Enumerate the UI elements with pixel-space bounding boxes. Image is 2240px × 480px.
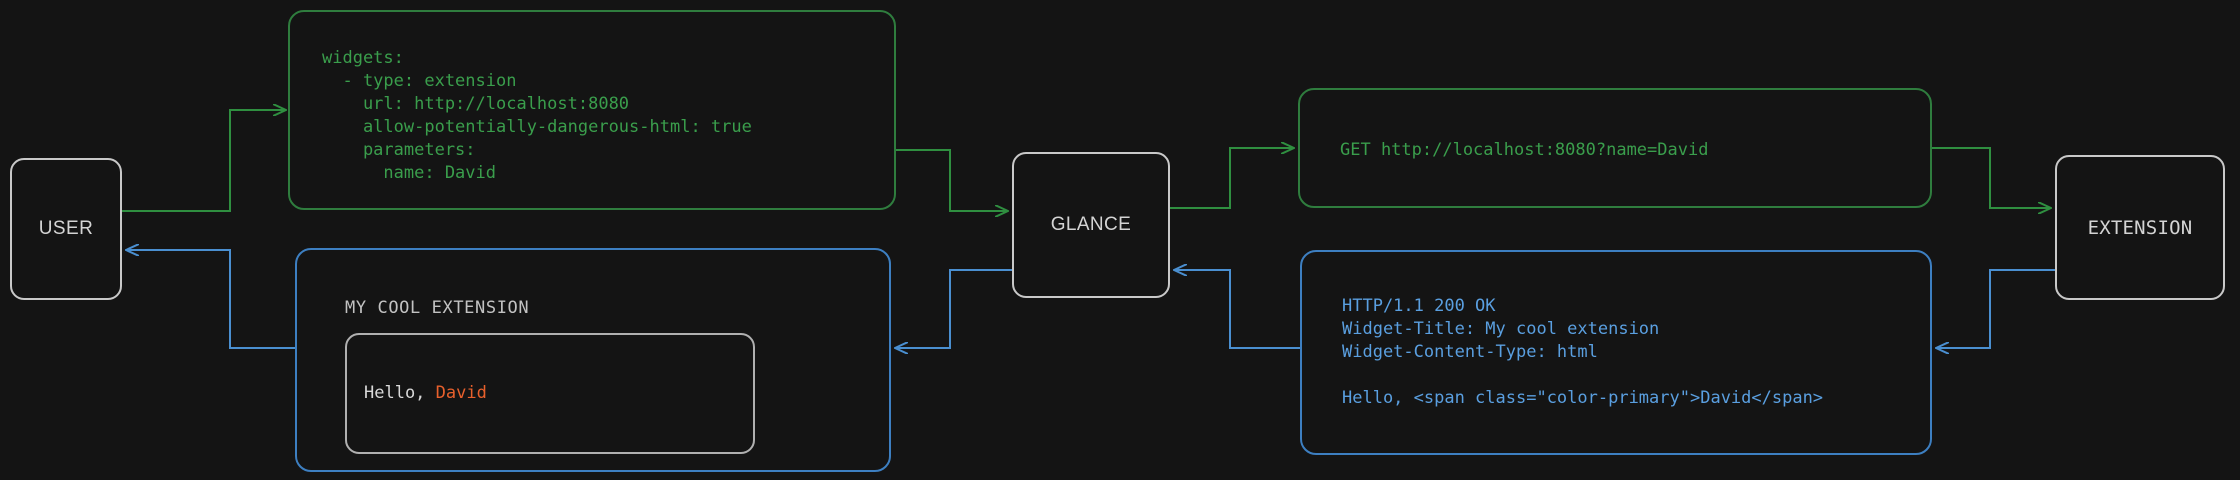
edge-extension-to-response: [1936, 269, 2055, 348]
edge-request-to-extension: [1932, 147, 2051, 208]
http-response-code: HTTP/1.1 200 OK Widget-Title: My cool ex…: [1342, 296, 1824, 408]
rendered-widget-body: Hello, David: [345, 333, 755, 454]
edge-widget-to-user: [126, 250, 295, 349]
http-request-code: GET http://localhost:8080?name=David: [1340, 140, 1709, 160]
greeting-prefix: Hello,: [364, 383, 436, 403]
greeting-name: David: [435, 383, 487, 403]
node-glance[interactable]: GLANCE: [1012, 152, 1170, 298]
panel-rendered-widget: MY COOL EXTENSION Hello, David: [295, 248, 891, 472]
panel-http-response: HTTP/1.1 200 OK Widget-Title: My cool ex…: [1300, 250, 1932, 455]
panel-yaml-config: widgets: - type: extension url: http://l…: [288, 10, 896, 210]
panel-http-request: GET http://localhost:8080?name=David: [1298, 88, 1932, 208]
rendered-widget-title: MY COOL EXTENSION: [345, 298, 530, 318]
node-glance-label: GLANCE: [1050, 214, 1132, 235]
node-extension-label: EXTENSION: [2087, 216, 2193, 239]
node-extension[interactable]: EXTENSION: [2055, 155, 2225, 300]
rendered-widget-greeting: Hello, David: [364, 383, 487, 403]
node-user-label: USER: [38, 218, 94, 239]
edge-config-to-glance: [896, 149, 1008, 211]
edge-glance-to-request: [1170, 148, 1294, 209]
edge-glance-to-widget: [895, 269, 1012, 348]
yaml-config-code: widgets: - type: extension url: http://l…: [322, 48, 752, 183]
edge-response-to-glance: [1174, 270, 1300, 349]
node-user[interactable]: USER: [10, 158, 122, 300]
edge-user-to-config: [122, 110, 286, 212]
